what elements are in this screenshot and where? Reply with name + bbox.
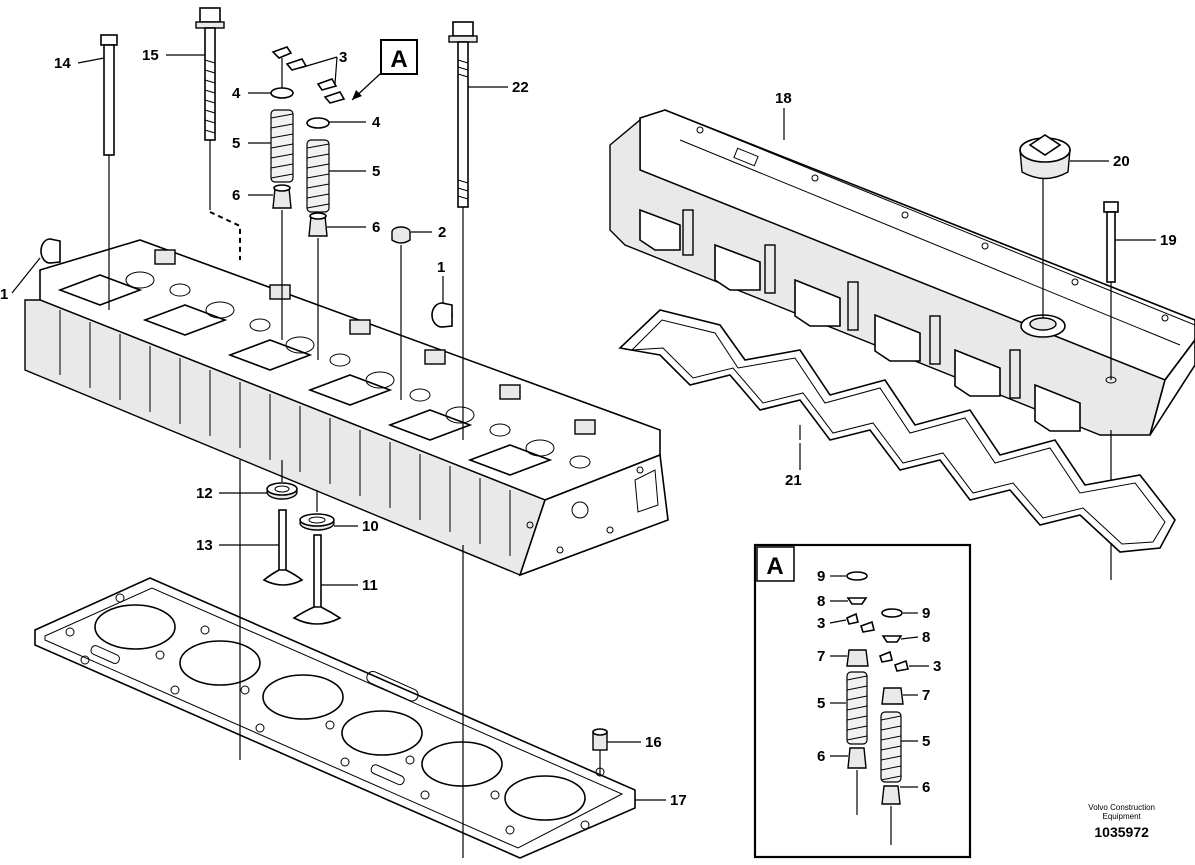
inset-callout-5-right: 5 bbox=[922, 733, 930, 750]
bolt-19 bbox=[1103, 201, 1119, 580]
seal-12 bbox=[266, 482, 298, 500]
callout-19: 19 bbox=[1160, 232, 1177, 249]
callout-14: 14 bbox=[54, 55, 71, 72]
inset-callout-5-left: 5 bbox=[817, 695, 825, 712]
callout-1-right: 1 bbox=[437, 259, 445, 276]
inset-callout-6-left: 6 bbox=[817, 748, 825, 765]
inset-callout-9-left: 9 bbox=[817, 568, 825, 585]
callout-11: 11 bbox=[362, 577, 378, 594]
oil-cap-20 bbox=[1019, 134, 1071, 180]
callout-1-left: 1 bbox=[0, 286, 8, 303]
callout-12: 12 bbox=[196, 485, 213, 502]
detail-marker-label: A bbox=[390, 46, 407, 73]
callout-15: 15 bbox=[142, 47, 159, 64]
callout-17: 17 bbox=[670, 792, 687, 809]
bolt-15 bbox=[195, 7, 241, 260]
callout-5-right: 5 bbox=[372, 163, 380, 180]
inset-callout-6-right: 6 bbox=[922, 779, 930, 796]
callout-13: 13 bbox=[196, 537, 213, 554]
inset-callout-7-right: 7 bbox=[922, 687, 930, 704]
bolt-22 bbox=[448, 21, 478, 858]
callout-6-left: 6 bbox=[232, 187, 240, 204]
inset-callout-3-right: 3 bbox=[933, 658, 941, 675]
valve-train-right bbox=[306, 78, 346, 360]
valve-13 bbox=[262, 460, 304, 586]
callout-2: 2 bbox=[438, 224, 446, 241]
plug-1-right bbox=[431, 302, 453, 328]
inset-callout-3-left: 3 bbox=[817, 615, 825, 632]
inset-callout-9-right: 9 bbox=[922, 605, 930, 622]
callout-16: 16 bbox=[645, 734, 662, 751]
head-gasket-17 bbox=[34, 577, 636, 859]
callout-20: 20 bbox=[1113, 153, 1130, 170]
bolt-14 bbox=[100, 34, 118, 310]
callout-10: 10 bbox=[362, 518, 379, 535]
valve-train-left bbox=[270, 46, 308, 340]
inset-callout-8-left: 8 bbox=[817, 593, 825, 610]
pin-2 bbox=[391, 226, 411, 400]
plug-1-left bbox=[40, 238, 61, 264]
callout-6-right: 6 bbox=[372, 219, 380, 236]
callout-5-left: 5 bbox=[232, 135, 240, 152]
credit-org-line2: Equipment bbox=[1102, 812, 1141, 821]
dowel-16 bbox=[592, 728, 608, 775]
inset-marker-label: A bbox=[766, 553, 783, 580]
callout-18: 18 bbox=[775, 90, 792, 107]
inset-detail-a: A 9 8 3 7 bbox=[753, 543, 972, 859]
inset-callout-7-left: 7 bbox=[817, 648, 825, 665]
callout-21: 21 bbox=[785, 472, 802, 489]
inset-callout-8-right: 8 bbox=[922, 629, 930, 646]
detail-marker-a: A bbox=[351, 39, 418, 101]
callout-22: 22 bbox=[512, 79, 529, 96]
callout-4-left: 4 bbox=[232, 85, 241, 102]
cover-gasket-21 bbox=[618, 309, 1176, 553]
main-callouts: 1 1 2 3 4 4 5 5 6 6 10 11 12 13 14 15 16… bbox=[0, 47, 1177, 809]
valve-cover-18 bbox=[609, 109, 1195, 436]
cylinder-head bbox=[24, 239, 669, 577]
seal-10 bbox=[299, 513, 335, 531]
callout-3: 3 bbox=[339, 49, 347, 66]
drawing-number: 1035972 bbox=[1094, 824, 1149, 840]
valve-11 bbox=[292, 490, 342, 625]
credit-org-line1: Volvo Construction bbox=[1088, 803, 1155, 812]
callout-4-right: 4 bbox=[372, 114, 381, 131]
drawing-credit: Volvo Construction Equipment 1035972 bbox=[1088, 803, 1155, 840]
